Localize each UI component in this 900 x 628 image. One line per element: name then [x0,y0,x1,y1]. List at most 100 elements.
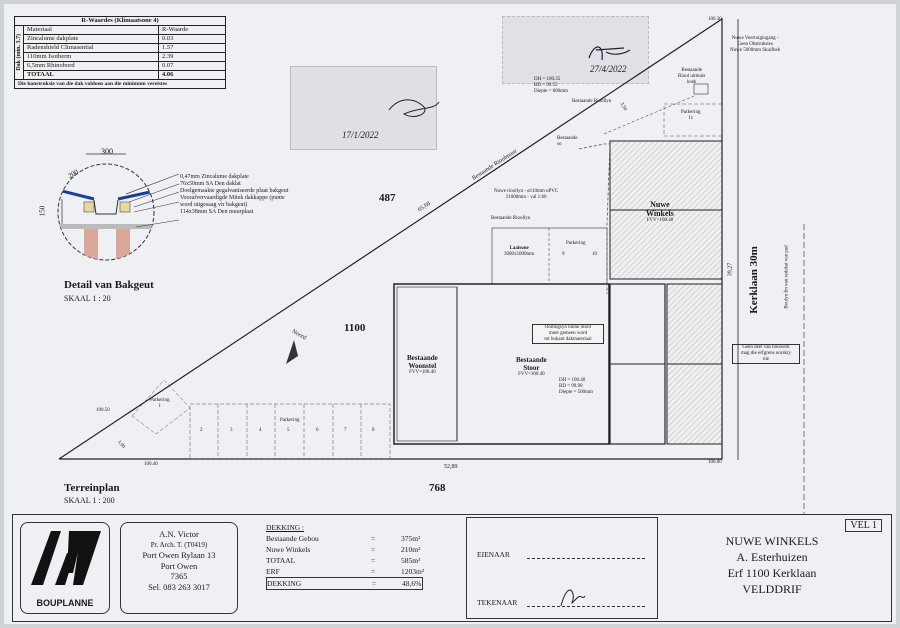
stoor-line1: Bestaande [516,356,547,364]
woonstel-line1: Bestaande [407,354,438,362]
drawing-sheet: R-Waardes (Klimaatsone 4) Dak (min. 3.7)… [4,4,896,624]
voortuig-line3: Nuwe 5000mm Skuifhek [730,48,781,53]
coverage-row: Bestaande Gebou=375m² [266,533,456,544]
bay-number: 6 [316,428,319,433]
parking-11-number: 11 [688,116,694,121]
coverage-label: ERF [266,567,280,576]
bestaande-rioollyn-mid-label: Bestaande Rioollyn [491,216,531,221]
parking-1-number: 1 [158,404,161,409]
postcode: 7365 [170,571,188,581]
laaisone-dim: 3000x5000mm [504,252,535,257]
detail-scale: SKAAL 1 : 20 [64,294,111,303]
siteplan-title: Terreinplan [64,482,120,494]
parking-9-number: 9 [562,252,565,257]
callout-text: 76x50mm SA Den daklat [180,181,241,187]
dim-52-89: 52,89 [444,464,458,470]
phone-number: Sel. 083 263 3017 [148,581,210,592]
bay-number: 3 [230,428,233,433]
bestaande-text: Bestaande [557,136,578,141]
diepte-bottom: Diepte = 500mm [559,390,593,395]
woonstel-ffv: FVV=100.40 [409,370,436,375]
coverage-row: ERF=1203m² [266,566,456,577]
riool-line3: hoek [686,80,697,85]
erf-487-label: 487 [379,192,396,204]
coverage-title: DEKKING : [266,523,305,532]
parking-11-label: Parkering 11 [681,110,700,122]
erf-768-label: 768 [429,482,446,494]
stoor-note: Oorbogsyn binne Stoor moet gemeen word t… [532,324,604,344]
detail-callouts: 0,47mm Zincalume dakplate 76x50mm SA Den… [180,174,288,216]
title-block [12,514,892,622]
coverage-block: DEKKING : Bestaande Gebou=375m² Nuwe Win… [266,522,456,612]
coverage-eq: = [371,545,376,554]
detail-title: Detail van Bakgeut [64,279,154,291]
nuwe-rioollyn-label: Nuwe rioollyn - ø110mm uPVC 21000mm - va… [494,189,558,201]
level-100-50: 100.50 [96,408,110,413]
coverage-eq: = [371,534,376,543]
coverage-label: DEKKING [267,579,302,588]
callout-text: Voorafvervaardigde Mitek dakkappe (punte [180,195,285,201]
signature-left [388,99,440,117]
dh-top: DH = 100.35 [534,77,561,82]
av-logo-icon [31,531,101,585]
level-100-30: 100.30 [708,17,722,22]
project-line2: A. Esterhuizen [736,550,808,564]
coverage-eq: = [372,579,377,588]
architect-title: Pr. Arch. T. (T0419) [150,540,208,549]
riool-line2: Riool uitmuis [678,74,706,79]
coverage-label: TOTAAL [266,556,296,565]
r-value-table: R-Waardes (Klimaatsone 4) Dak (min. 3.7)… [14,16,226,89]
vehicle-entrance-note: Nuwe Voertuigingang - Geen Obstruksies N… [730,36,780,54]
site-plan-drawing [58,17,805,514]
logo-box: BOUPLANNE [20,522,110,614]
address-line2: Port Owen [160,560,198,571]
bd-bottom: BD = 99.90 [559,384,583,389]
parking-9-10-label: Parkering [566,241,586,246]
callout-text: 114x38mm SA Den muurplaat [180,209,254,215]
dh-bottom: DH = 100.40 [559,378,586,383]
bouwerk-note-line2: mag die erfgrens oorskry [740,351,792,356]
stoor-line2: Stoor [523,364,540,372]
dim-39-27: 39,27 [727,262,734,277]
project-line3: Erf 1100 Kerklaan [727,566,817,580]
bay-number: 8 [372,428,375,433]
stoor-note-line1: Oorbogsyn binne Stoor [544,325,592,330]
callout-text: Doelgemaakte gegalvaniseerde plaat bakge… [180,188,289,194]
owner-signature-line [527,558,645,559]
laaisone-label: Laaisone 3000x5000mm [504,246,534,258]
nuwe-rioollyn-line2: 21000mm - val 1:60 [505,195,547,200]
drafter-label: TEKENAAR [477,598,518,607]
stamp-date-right: 27/4/2022 [590,64,627,74]
r-value-note: Die konstruksie van die dak voldoen aan … [14,79,226,89]
woonstel-label: Bestaande Woonstel FVV=100.40 [407,354,438,376]
project-title: NUWE WINKELS A. Esterhuizen Erf 1100 Ker… [658,533,886,597]
sheet-number: VEL 1 [845,519,882,532]
siteplan-scale: SKAAL 1 : 200 [64,496,115,505]
stoor-ffv: FVV=100.40 [518,372,545,377]
nuwe-winkels-line2: Winkels [646,209,674,218]
nuwe-rioollyn-line1: Nuwe rioollyn - ø110mm uPVC [494,189,559,194]
building-boundary-note: Geen deel van bouwerk mag die erfgrens o… [732,344,800,364]
riool-note: Bestaande Riool uitmuis hoek [678,68,705,86]
levels-bottom: DH = 100.40 BD = 99.90 Diepte = 500mm [559,378,593,396]
project-block: VEL 1 NUWE WINKELS A. Esterhuizen Erf 11… [658,517,886,617]
level-100-40: 100.40 [144,462,158,467]
drafter-signature [560,589,586,607]
parking-11-text: Parkering [681,110,701,115]
coverage-eq: = [371,567,376,576]
owner-label: EIENAAR [477,550,510,559]
coverage-value: 210m² [401,545,421,554]
signature-block: EIENAAR TEKENAAR [466,517,658,619]
erf-1100-label: 1100 [344,322,366,334]
nuwe-winkels-ffv: FVV=100.40 [646,218,674,223]
architect-box: A.N. Victor Pr. Arch. T. (T0419) Port Ow… [120,522,238,614]
address-line1: Port Owen Rylaan 13 [142,550,216,560]
drafter-signature-line [527,606,645,607]
coverage-row: Nuwe Winkels=210m² [266,544,456,555]
parking-1-label: Parkering 1 [150,398,169,410]
levels-top: DH = 100.35 BD = 99.55 Diepte = 800mm [534,77,568,95]
callout-text: word uitgesaag vir bakgeut) [180,202,248,208]
so-text: so [557,142,562,147]
coverage-row: DEKKING=48,6% [266,577,423,590]
parking-row-label: Parkering [280,418,300,423]
